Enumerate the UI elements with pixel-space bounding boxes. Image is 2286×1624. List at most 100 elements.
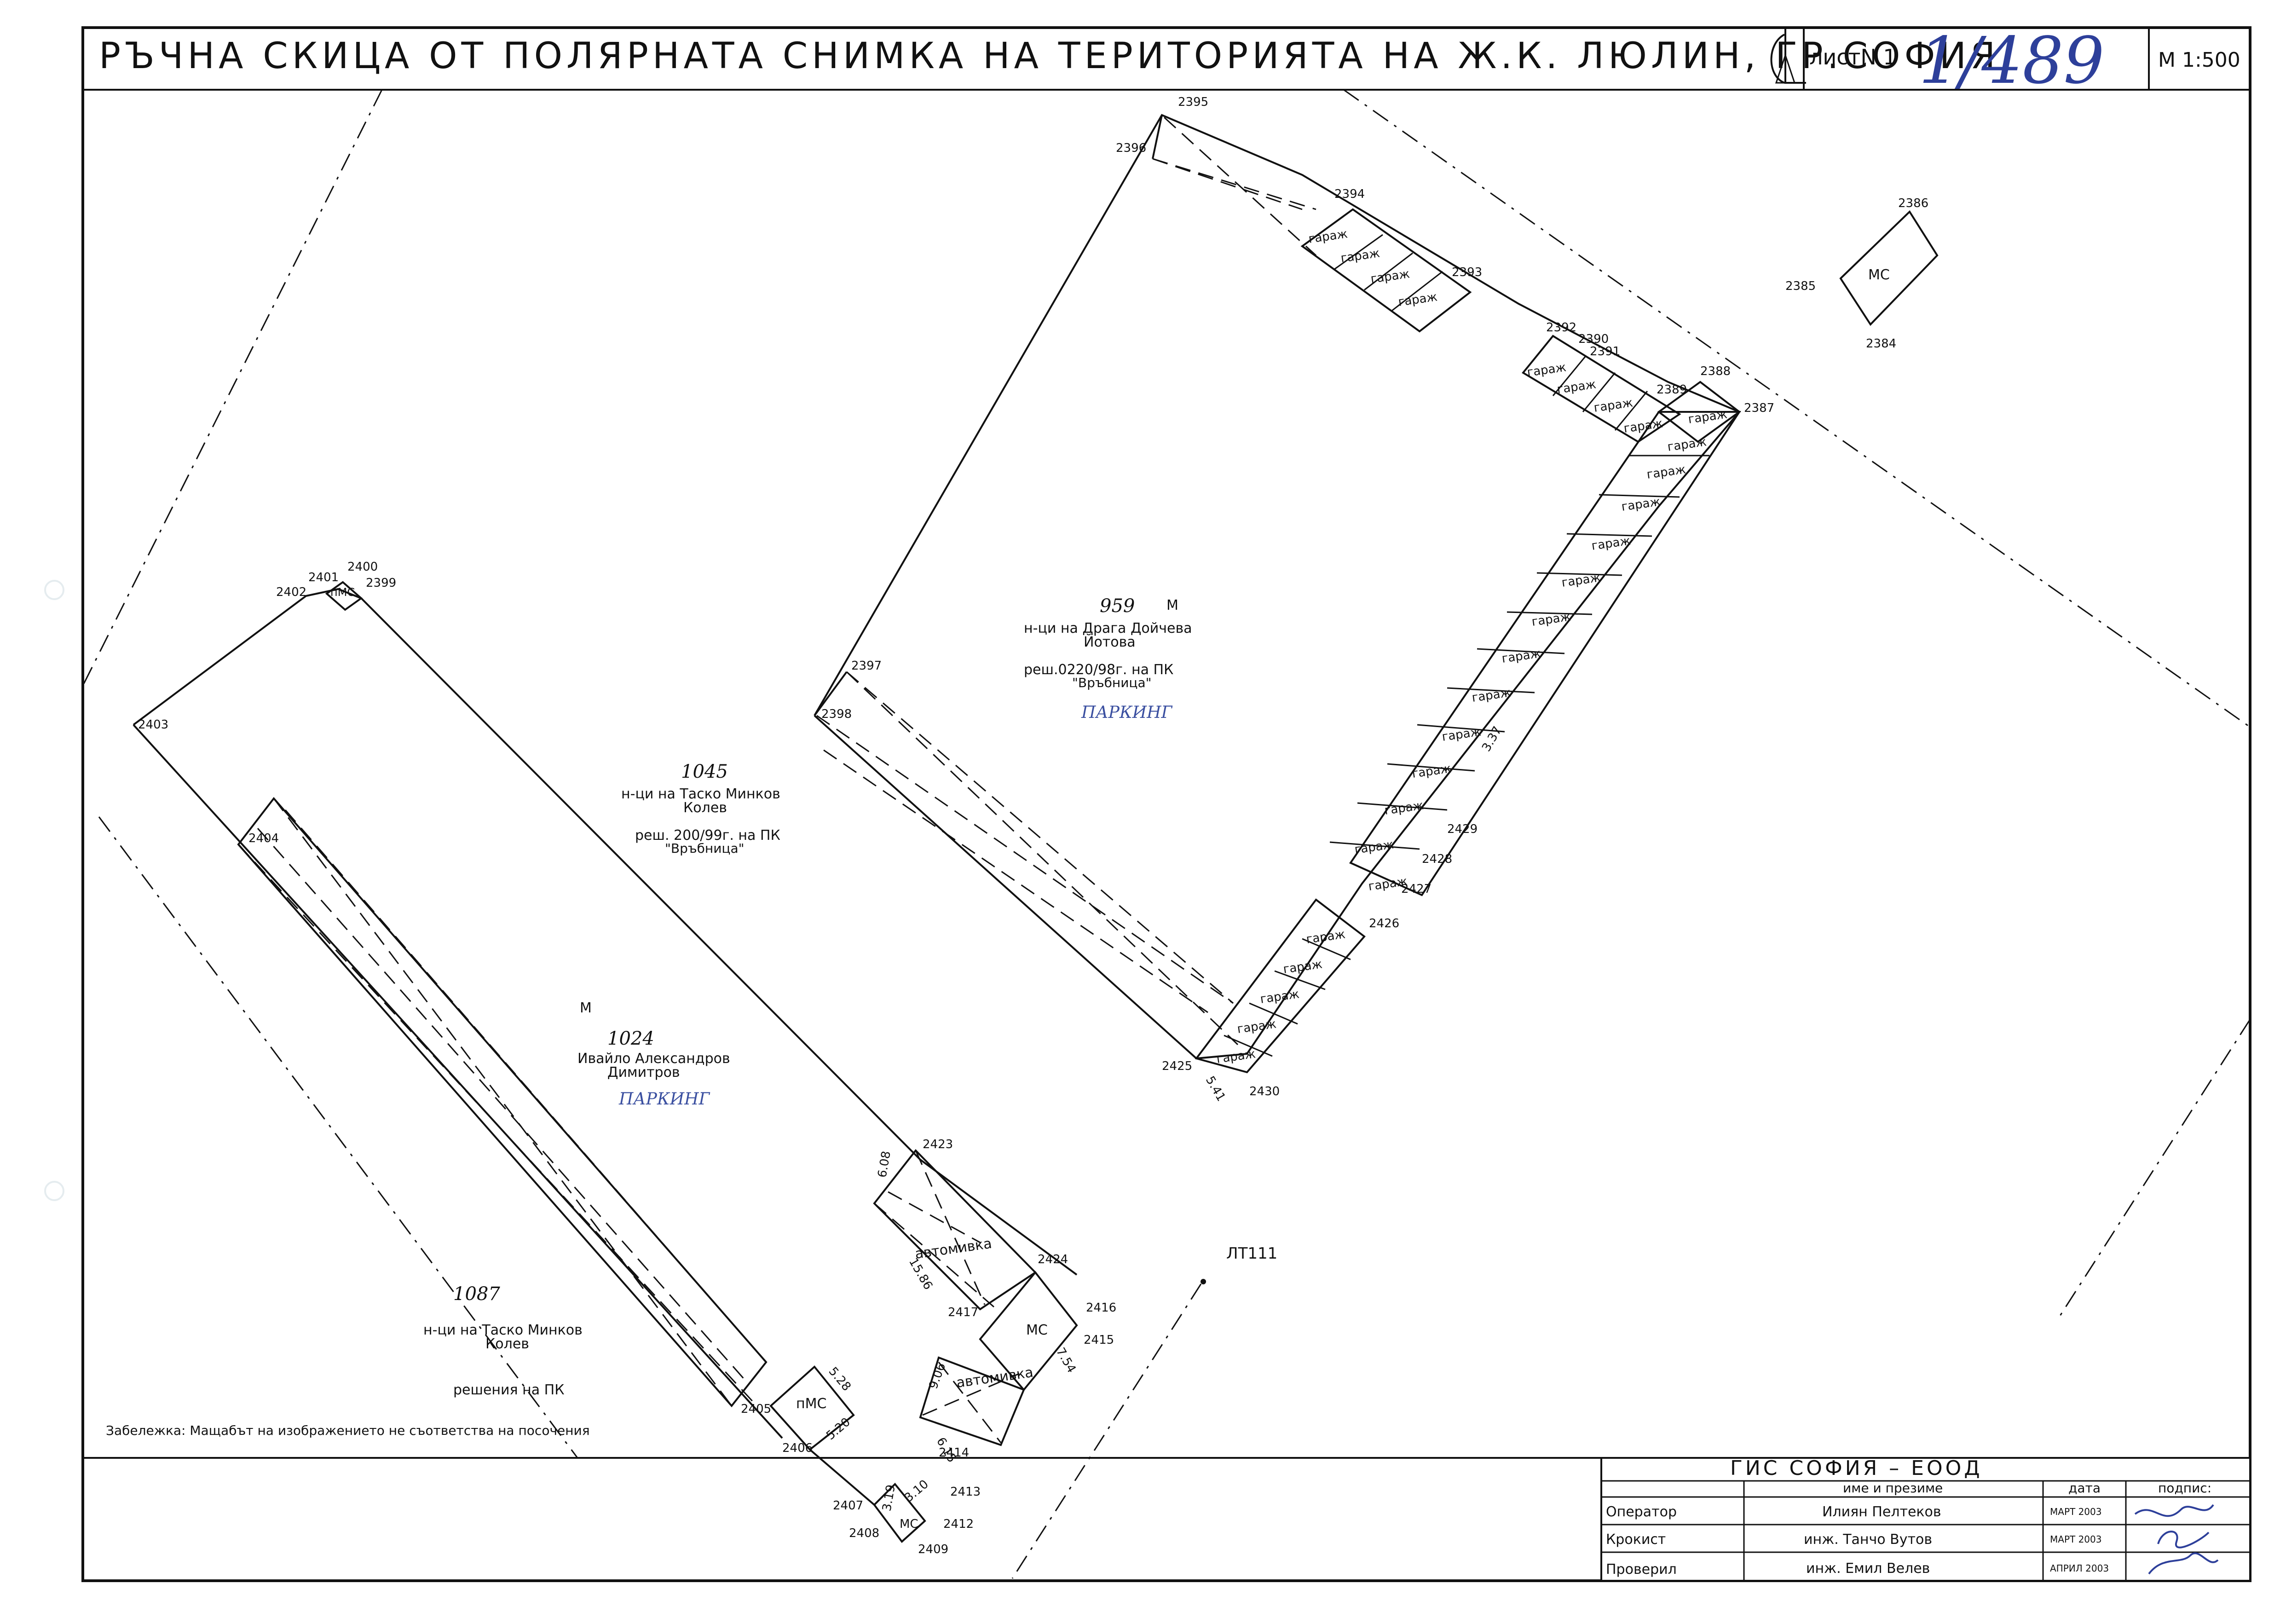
lt111-label: ЛТ111 (1226, 1244, 1277, 1263)
parcel-959-owner-2: Йотова (1084, 634, 1136, 650)
sheet-title: РЪЧНА СКИЦА ОТ ПОЛЯРНАТА СНИМКА НА ТЕРИТ… (99, 35, 1999, 77)
stamp-name: инж. Емил Велев (1806, 1560, 1930, 1577)
ms-building-top-right: МС (1839, 210, 1939, 326)
stamp-name: инж. Танчо Вутов (1804, 1532, 1932, 1548)
handwritten-signatures (2134, 1504, 2219, 1575)
parcel-1045-number: 1045 (681, 761, 728, 782)
parcel-959-decision: реш.0220/98г. на ПК (1024, 662, 1173, 678)
parcel-1045-boundary (133, 581, 1078, 1439)
dimension: 3.19 (880, 1484, 898, 1512)
scale-note: Забележка: Мащабът на изображението не с… (106, 1423, 590, 1438)
ms-label: МС (1026, 1322, 1048, 1338)
stamp-col-sign: подпис: (2158, 1480, 2211, 1496)
dimension: 9.06 (926, 1361, 948, 1391)
garage-label: гараж (1216, 1047, 1257, 1066)
point-2423: 2423 (923, 1138, 953, 1151)
sheet-label: листN 1 (1809, 45, 1897, 69)
point-2395: 2395 (1178, 95, 1208, 109)
point-2403: 2403 (138, 718, 168, 732)
parcel-1024-m: М (580, 1000, 592, 1016)
point-2400: 2400 (347, 560, 378, 574)
parcel-959-boundary (814, 114, 1741, 1060)
stamp-role: Проверил (1606, 1561, 1677, 1578)
ms-label: МС (1868, 267, 1890, 283)
garage-label: гараж (1370, 267, 1411, 286)
dimension: 7.54 (1053, 1346, 1079, 1375)
garage-label: гараж (1556, 377, 1597, 397)
garage-label: гараж (1384, 798, 1425, 818)
point-2393: 2393 (1452, 266, 1482, 279)
north-arrow-icon (1770, 28, 1806, 84)
point-2396: 2396 (1116, 141, 1146, 155)
garages-row-top (1300, 208, 1472, 333)
stamp-col-name: име и презиме (1843, 1480, 1943, 1496)
scale-label: M 1:500 (2158, 48, 2240, 72)
sheet-frame (81, 26, 2251, 1582)
point-2392: 2392 (1546, 321, 1576, 335)
garage-label: гараж (1667, 435, 1708, 454)
parcel-1087-owner: н-ци на Таско Минков (423, 1322, 583, 1338)
garage-label: гараж (1397, 290, 1438, 309)
point-2424: 2424 (1038, 1253, 1068, 1266)
point-2401: 2401 (308, 571, 339, 584)
garage-label: гараж (1354, 838, 1395, 857)
dimension: 5.41 (1203, 1074, 1228, 1104)
stamp-date: АПРИЛ 2003 (2050, 1563, 2109, 1574)
regulation-lines (82, 89, 2251, 1579)
carwash-label: автомивка (914, 1236, 993, 1262)
stamp-date: МАРТ 2003 (2050, 1506, 2101, 1517)
parcel-1087-number: 1087 (453, 1283, 500, 1305)
dimensions: 6.08 15.86 9.06 6.15 7.54 5.28 5.20 3.19… (824, 724, 1505, 1512)
point-2387: 2387 (1744, 401, 1774, 415)
point-2413: 2413 (950, 1485, 981, 1499)
garage-label: гараж (1282, 957, 1323, 977)
parcel-959-decision-2: "Връбница" (1072, 675, 1152, 690)
ms-box-bottom: МС (809, 1449, 926, 1543)
pms-box-bottom: пМС (769, 1365, 855, 1451)
garage-label: гараж (1623, 416, 1664, 436)
stamp-role: Крокист (1606, 1532, 1666, 1548)
garage-label: гараж (1593, 396, 1634, 415)
point-2398: 2398 (821, 707, 852, 721)
parcel-959-m: М (1166, 597, 1178, 613)
point-2416: 2416 (1086, 1301, 1116, 1315)
stamp-company: ГИС СОФИЯ – ЕООД (1730, 1456, 1983, 1480)
point-2406: 2406 (782, 1441, 813, 1455)
point-2408: 2408 (849, 1526, 879, 1540)
point-2386: 2386 (1898, 196, 1928, 210)
stamp-col-date: дата (2068, 1480, 2101, 1496)
garage-label: гараж (1591, 534, 1632, 553)
dimension: 3.10 (902, 1477, 931, 1505)
binder-hole-bottom (44, 1181, 64, 1201)
stamp-date: МАРТ 2003 (2050, 1534, 2101, 1545)
pms-label: пМС (796, 1396, 826, 1412)
point-2415: 2415 (1084, 1333, 1114, 1347)
garage-label: гараж (1305, 927, 1346, 947)
stamp-name: Илиян Пелтеков (1822, 1504, 1941, 1520)
parcel-1024-hatch (237, 798, 767, 1406)
point-2414: 2414 (939, 1446, 969, 1460)
garage-label: гараж (1340, 246, 1381, 266)
point-2388: 2388 (1700, 364, 1731, 378)
point-2394: 2394 (1334, 187, 1365, 201)
dimension: 5.28 (826, 1364, 854, 1394)
garages-row-bottom (1195, 898, 1366, 1074)
lt111-marker (1201, 1279, 1206, 1284)
parcel-1045-decision: реш. 200/99г. на ПК (635, 827, 780, 844)
point-2409: 2409 (918, 1543, 948, 1556)
parcel-959-owner: н-ци на Драга Дойчева (1024, 620, 1192, 636)
garage-label: гараж (1526, 360, 1567, 380)
ms-label: МС (900, 1517, 918, 1531)
garage-label: гараж (1259, 987, 1300, 1006)
point-2426: 2426 (1369, 917, 1399, 930)
parcel-1024-owner: Ивайло Александров (577, 1051, 730, 1067)
point-2417: 2417 (948, 1306, 978, 1319)
title-stamp: ГИС СОФИЯ – ЕООД име и презиме дата подп… (1600, 1456, 2251, 1582)
point-2390: 2390 (1578, 332, 1609, 346)
parcel-1024-number: 1024 (607, 1028, 654, 1049)
point-2391: 2391 (1590, 345, 1620, 358)
point-2427: 2427 (1401, 882, 1432, 896)
garage-label: гараж (1646, 462, 1687, 482)
point-2399: 2399 (366, 576, 396, 590)
